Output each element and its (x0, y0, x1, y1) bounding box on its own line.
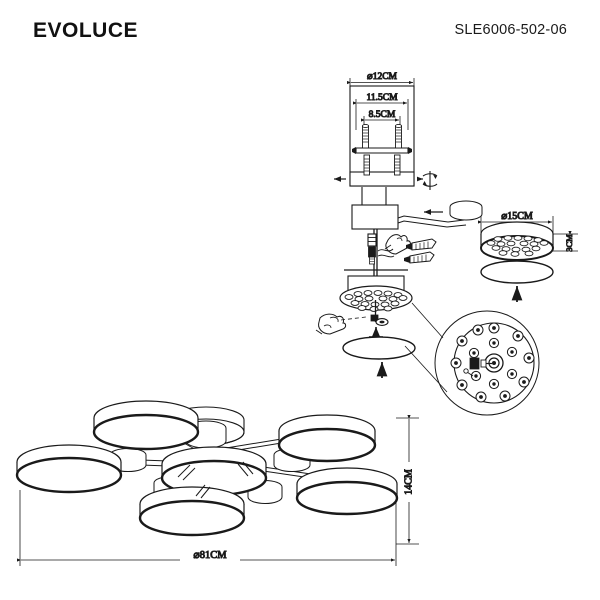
rotation-symbol (422, 171, 438, 190)
hand-icon-upper (384, 234, 411, 255)
center-hub-view (344, 187, 449, 300)
full-fixture-view (15, 400, 399, 537)
mount-bracket-view: ⌀12CM 11.5CM 8.5CM (334, 72, 438, 190)
lamp-head-upper-left (92, 400, 200, 451)
lamp-head-left (15, 444, 123, 494)
dim-lamp-head-diameter: ⌀15CM (501, 211, 533, 222)
lamp-head-diffuser-ring (480, 260, 554, 284)
lamp-head-view: ⌀15CM (446, 200, 579, 302)
mount-screw-down-right (394, 154, 401, 176)
wall-anchor-lower (404, 251, 435, 264)
mount-screw-down-left (363, 154, 370, 176)
overall-dimension-frame: 14CM ⌀81CM (17, 415, 419, 568)
dim-screw-span-outer: 11.5CM (366, 93, 398, 103)
led-board-detail-view (404, 302, 540, 416)
dim-screw-span-inner: 8.5CM (369, 110, 396, 120)
wiring-terminal-block (367, 233, 377, 265)
hand-icon-lower (315, 313, 347, 335)
lamp-head-right (295, 467, 399, 516)
lamp-head-bottom (138, 486, 246, 537)
center-led-disc (339, 285, 413, 312)
lamp-head-upper-right (277, 414, 377, 463)
dim-lamp-head-height: 3CM (564, 234, 574, 252)
fixing-nut (375, 318, 389, 326)
wall-anchor-upper (406, 238, 437, 251)
model-code: SLE6006-502-06 (454, 22, 567, 38)
brand-logo: EVOLUCE (33, 19, 139, 42)
dim-fixture-diameter: ⌀81CM (193, 550, 227, 561)
dim-mount-plate-diameter: ⌀12CM (367, 72, 398, 82)
mount-screw-up-right (395, 123, 402, 149)
mount-screw-up-left (362, 123, 369, 149)
dim-fixture-height: 14CM (403, 469, 414, 495)
center-diffuser-ring (342, 336, 416, 360)
